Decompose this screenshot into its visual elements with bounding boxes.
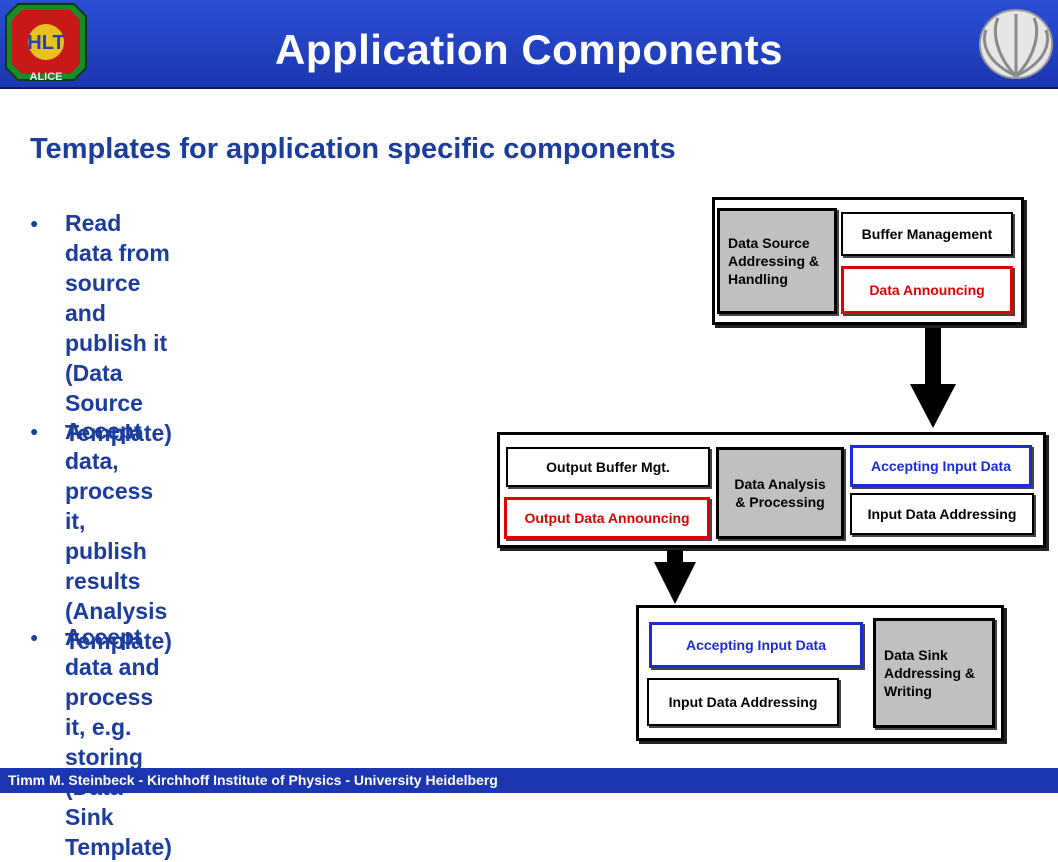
hlt-alice-logo: HLT ALICE [5,3,87,82]
svg-text:ALICE: ALICE [30,71,63,82]
data-announcing-box: Data Announcing [841,266,1013,314]
footer-bar: Timm M. Steinbeck - Kirchhoff Institute … [0,768,1058,793]
footer-credit: Timm M. Steinbeck - Kirchhoff Institute … [8,772,498,788]
bullet-text: Read data from source and publish it (Da… [65,210,172,446]
data-sink-writing-box: Data Sink Addressing & Writing [873,618,995,728]
sink-input-data-addressing-box: Input Data Addressing [647,678,839,726]
page-title: Application Components [275,26,783,73]
data-source-handling-box: Data Source Addressing & Handling [717,208,837,314]
header-bar: HLT ALICE Application Components [0,0,1058,89]
source-template-panel: Data Source Addressing & Handling Buffer… [712,197,1024,325]
output-buffer-mgt-box: Output Buffer Mgt. [506,447,710,487]
svg-text:HLT: HLT [27,32,64,54]
arrow-down-icon [910,328,956,428]
university-seal-logo [979,9,1053,79]
bullet-dot-icon: ● [30,629,39,645]
data-analysis-processing-box: Data Analysis & Processing [716,447,844,539]
bullet-dot-icon: ● [30,423,39,439]
buffer-management-box: Buffer Management [841,212,1013,256]
slide-subtitle: Templates for application specific compo… [30,133,676,165]
input-data-addressing-box: Input Data Addressing [850,493,1034,535]
bullet-text: Accept data, process it, publish results… [65,418,172,654]
analysis-template-panel: Output Buffer Mgt. Output Data Announcin… [497,432,1046,548]
arrow-down-icon [654,550,696,604]
bullet-text: Accept data and process it, e.g. storing… [65,624,172,860]
accepting-input-data-box: Accepting Input Data [850,445,1032,487]
sink-accepting-input-data-box: Accepting Input Data [649,622,863,668]
sink-template-panel: Accepting Input Data Input Data Addressi… [636,605,1004,741]
bullet-dot-icon: ● [30,215,39,231]
output-data-announcing-box: Output Data Announcing [504,497,710,539]
